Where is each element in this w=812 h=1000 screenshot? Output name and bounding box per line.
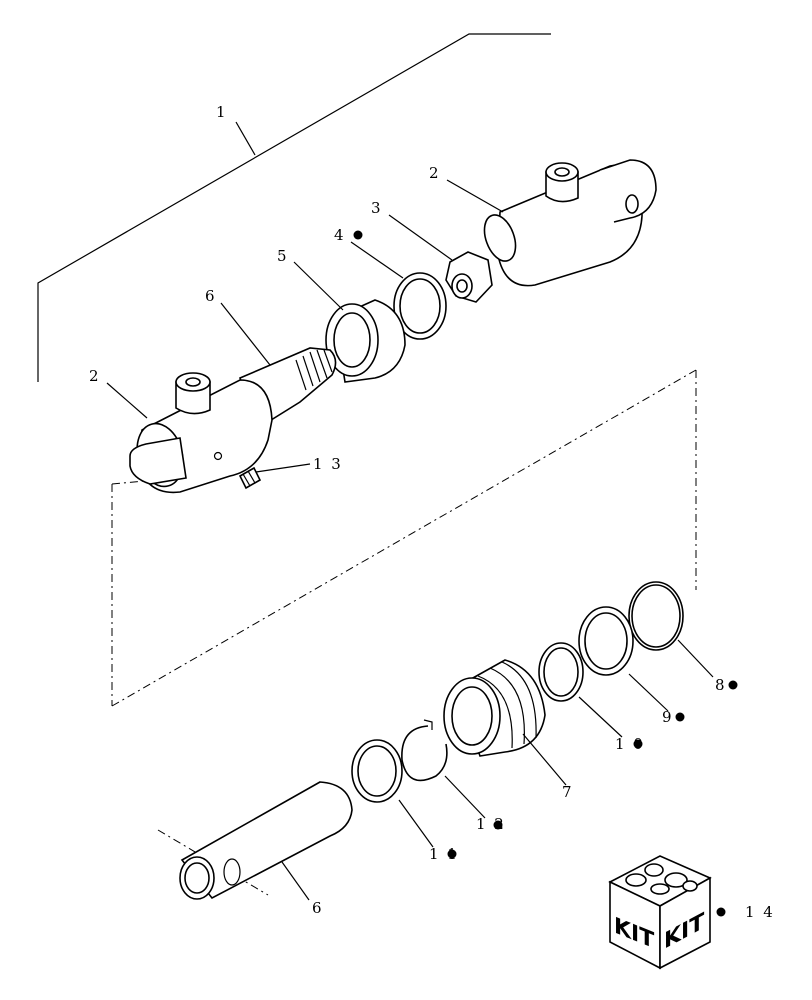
callout-1: 1 — [216, 103, 228, 121]
gland — [443, 659, 546, 757]
callout-6-upper: 6 — [205, 287, 217, 305]
leader-lines — [106, 121, 714, 901]
callouts: 1 2 2 3 4 5 6 6 7 8 9 1 0 1 1 1 2 1 3 1 … — [89, 103, 775, 921]
callout-9: 9 — [662, 708, 674, 726]
bullet-11 — [447, 849, 457, 859]
kit-indicator-bullets — [353, 230, 738, 917]
bullet-8 — [728, 680, 738, 690]
piston — [325, 299, 406, 383]
snap-ring — [401, 719, 448, 782]
barrel-left — [129, 372, 273, 494]
kit-hardware — [625, 863, 698, 895]
seal-ring-11 — [351, 739, 403, 803]
nut — [445, 251, 493, 303]
callout-10: 1 0 — [615, 735, 645, 753]
callout-3: 3 — [371, 199, 383, 217]
callout-2-right: 2 — [429, 164, 441, 182]
bullet-12 — [493, 820, 503, 830]
bullet-10 — [633, 739, 643, 749]
seal-ring-8 — [628, 581, 684, 651]
phantom-boundary — [111, 369, 697, 896]
callout-14: 1 4 — [745, 903, 775, 921]
set-screw — [238, 466, 262, 490]
seal-ring-10 — [538, 642, 584, 702]
callout-7: 7 — [562, 783, 574, 801]
kit-box: KIT KIT — [608, 855, 712, 970]
callout-11: 1 1 — [429, 845, 459, 863]
bullet-9 — [675, 712, 685, 722]
barrel-right — [483, 159, 657, 287]
rod-lower — [179, 781, 353, 900]
seal-ring-4 — [393, 272, 447, 340]
callout-8: 8 — [715, 676, 727, 694]
bullet-4 — [353, 230, 363, 240]
callout-13: 1 3 — [313, 455, 343, 473]
callout-4: 4 — [334, 226, 346, 244]
callout-6-lower: 6 — [312, 899, 324, 917]
callout-2-left: 2 — [89, 367, 101, 385]
assembly-bracket — [37, 33, 551, 382]
callout-5: 5 — [277, 247, 289, 265]
seal-ring-9 — [578, 606, 634, 676]
bullet-14 — [716, 907, 726, 917]
